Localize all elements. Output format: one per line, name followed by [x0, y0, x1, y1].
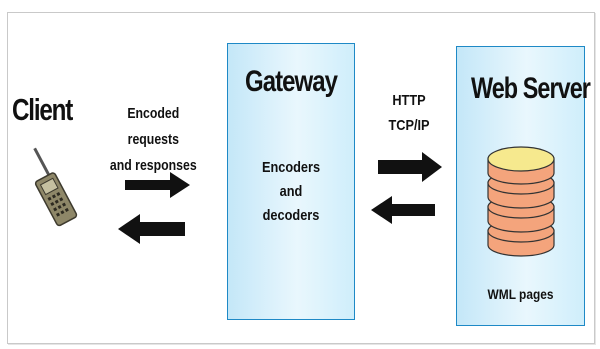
wml-pages-caption: WML pages [487, 286, 554, 302]
web-server-box: Web Server WML pages [456, 46, 591, 326]
web-server-title: Web Server [470, 72, 591, 105]
database-stack-icon [487, 146, 555, 257]
protocol-label: HTTP TCP/IP [379, 88, 439, 138]
client-title: Client [12, 92, 73, 127]
gateway-description: Encoders and decoders [237, 156, 344, 228]
protocol-line2: TCP/IP [388, 117, 430, 134]
encoded-label: Encoded requests and responses [100, 101, 207, 179]
mobile-phone-icon [33, 147, 78, 227]
encoded-label-line1: Encoded requests [127, 105, 180, 148]
gateway-title: Gateway [245, 65, 338, 98]
gateway-box: Gateway Encoders and decoders [227, 43, 355, 320]
gateway-line2: and [279, 183, 303, 200]
gateway-line1: Encoders [261, 159, 321, 176]
gateway-line3: decoders [262, 207, 320, 224]
encoded-label-line2: and responses [109, 157, 197, 174]
protocol-line1: HTTP [392, 92, 426, 109]
